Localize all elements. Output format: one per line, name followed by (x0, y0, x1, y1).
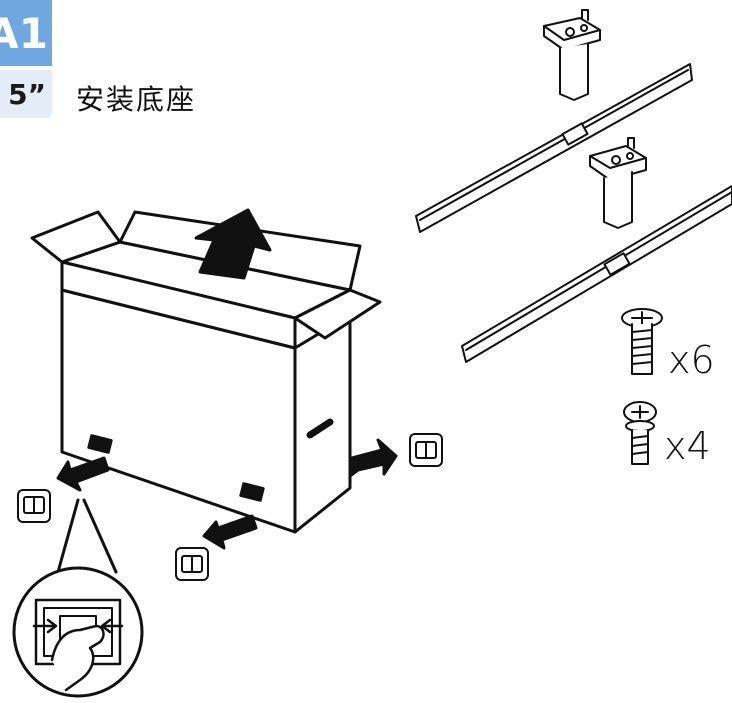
screw-short-count: x4 (664, 424, 711, 468)
base-rail (415, 63, 693, 233)
screw-long-icon (621, 308, 663, 375)
screen-size: 5” (0, 70, 52, 118)
clip-icon (409, 433, 443, 467)
base-leg (589, 137, 647, 229)
base-leg (543, 9, 601, 101)
step-number: A1 (0, 0, 52, 66)
lift-arrow-icon (194, 208, 272, 280)
clip-detail-zoom (12, 498, 144, 698)
tv-box-illustration (30, 210, 382, 534)
step-badge: A1 5” (0, 0, 52, 118)
pull-arrow-left-icon (56, 456, 110, 492)
pull-arrow-side-icon (348, 438, 398, 478)
screw-short-icon (623, 401, 657, 465)
page-title: 安装底座 (76, 83, 197, 116)
pull-arrow-right-icon (202, 514, 258, 550)
screw-long-count: x6 (668, 338, 715, 382)
base-rail (461, 185, 732, 363)
clip-icon (17, 489, 51, 523)
clip-icon (175, 547, 209, 581)
